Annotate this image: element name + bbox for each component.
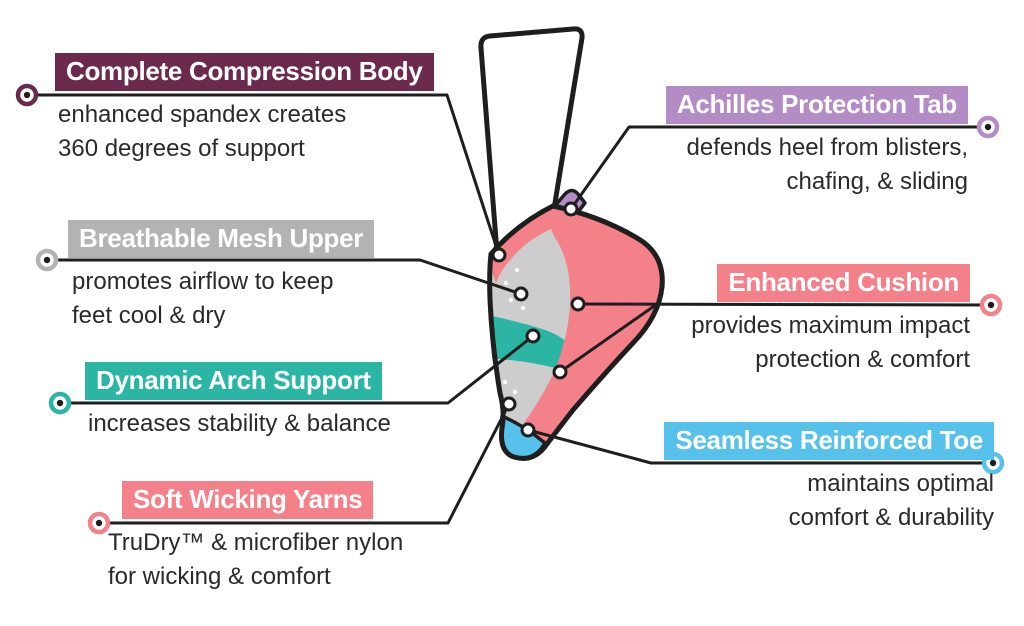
marker-mesh xyxy=(513,286,529,302)
callout-enhanced-cushion: Enhanced Cushion provides maximum impact… xyxy=(691,264,970,377)
marker-compression xyxy=(491,247,507,263)
mesh-description: promotes airflow to keep feet cool & dry xyxy=(72,265,374,333)
mesh-texture-dots xyxy=(502,267,526,395)
wicking-desc-line: TruDry™ & microfiber nylon xyxy=(108,529,404,556)
compression-desc-line: 360 degrees of support xyxy=(58,135,305,162)
connector-toe xyxy=(526,428,995,465)
marker-toe xyxy=(520,422,536,438)
connector-achilles xyxy=(569,125,990,211)
arch-description: increases stability & balance xyxy=(88,407,391,441)
wicking-description: TruDry™ & microfiber nylon for wicking &… xyxy=(108,526,403,594)
marker-cushion-heel xyxy=(570,296,586,312)
connector-wicking xyxy=(97,402,511,525)
connector-compression xyxy=(25,93,501,257)
marker-cushion-sole xyxy=(552,364,568,380)
connector-cushion-branch xyxy=(558,302,659,374)
callout-seamless-reinforced-toe: Seamless Reinforced Toe maintains optima… xyxy=(664,422,994,535)
toe-desc-line: comfort & durability xyxy=(788,504,994,531)
leg-outline xyxy=(478,26,585,256)
callout-achilles-protection-tab: Achilles Protection Tab defends heel fro… xyxy=(665,86,968,199)
callout-breathable-mesh-upper: Breathable Mesh Upper promotes airflow t… xyxy=(68,220,375,333)
cushion-desc-line: provides maximum impact xyxy=(691,312,970,339)
achilles-label: Achilles Protection Tab xyxy=(665,86,968,124)
mesh-desc-line: feet cool & dry xyxy=(72,302,226,329)
connector-arch xyxy=(58,334,535,405)
callout-soft-wicking-yarns: Soft Wicking Yarns TruDry™ & microfiber … xyxy=(108,481,403,594)
cushion-description: provides maximum impact protection & com… xyxy=(691,309,970,377)
sock-outline xyxy=(487,203,665,461)
achilles-description: defends heel from blisters, chafing, & s… xyxy=(666,131,968,199)
wicking-desc-line: for wicking & comfort xyxy=(108,563,331,590)
marker-wicking xyxy=(501,396,517,412)
cushion-label: Enhanced Cushion xyxy=(717,264,970,302)
cushion-desc-line: protection & comfort xyxy=(755,346,970,373)
toe-label: Seamless Reinforced Toe xyxy=(664,422,994,460)
marker-arch xyxy=(525,328,541,344)
callout-complete-compression-body: Complete Compression Body enhanced spand… xyxy=(55,53,434,166)
mesh-label: Breathable Mesh Upper xyxy=(68,220,375,258)
achilles-desc-line: chafing, & sliding xyxy=(786,168,968,195)
arch-desc-line: increases stability & balance xyxy=(88,410,391,437)
mesh-desc-line: promotes airflow to keep xyxy=(72,268,334,295)
endpoint-dots xyxy=(23,91,997,527)
compression-label: Complete Compression Body xyxy=(55,53,434,91)
toe-description: maintains optimal comfort & durability xyxy=(664,467,994,535)
wicking-label: Soft Wicking Yarns xyxy=(122,481,374,519)
marker-achilles xyxy=(563,201,579,217)
compression-desc-line: enhanced spandex creates xyxy=(58,101,347,128)
compression-description: enhanced spandex creates 360 degrees of … xyxy=(58,98,434,166)
connector-mesh xyxy=(45,258,523,296)
toe-desc-line: maintains optimal xyxy=(807,470,994,497)
connector-cushion xyxy=(578,302,993,307)
callout-dynamic-arch-support: Dynamic Arch Support increases stability… xyxy=(85,362,391,441)
connector-lines xyxy=(25,93,995,525)
heel-cushion-region xyxy=(524,206,663,444)
arch-label: Dynamic Arch Support xyxy=(85,362,382,400)
collar-cushion-region xyxy=(490,208,558,283)
sock-feature-markers xyxy=(491,201,586,438)
achilles-desc-line: defends heel from blisters, xyxy=(686,134,968,161)
